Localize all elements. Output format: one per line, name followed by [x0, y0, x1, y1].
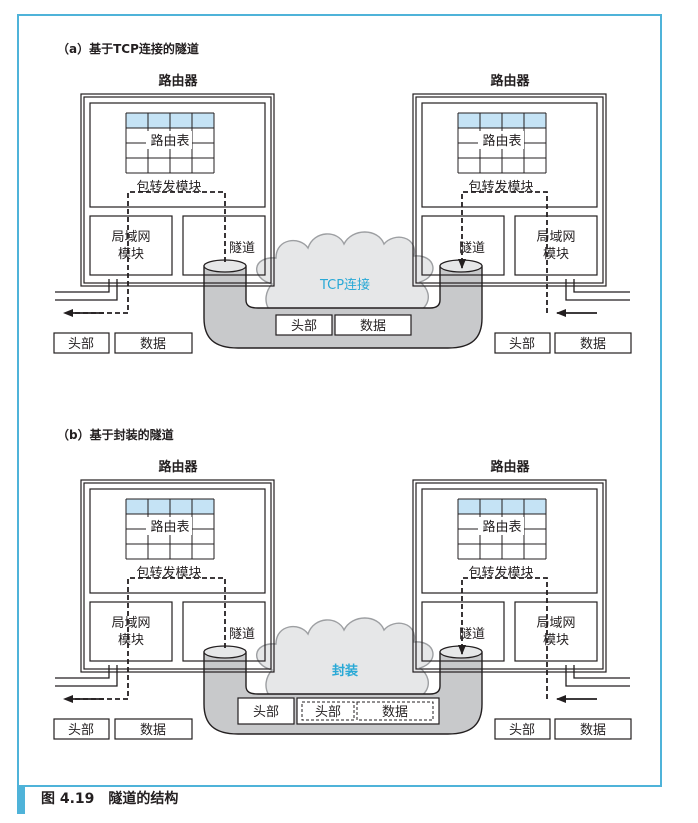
left-packet-data-box [114, 332, 193, 354]
right-router-inner-frame [415, 482, 604, 670]
right-router-title: 路由器 [490, 459, 530, 475]
left-lan-module-label: 局域网模块 [111, 616, 150, 648]
left-forwarding-module-label: 包转发模块 [136, 179, 201, 195]
right-packet-header-box [494, 332, 551, 354]
right-network-cable-upper [565, 279, 630, 301]
right-forwarding-module-box [421, 102, 598, 208]
left-network-cable-upper [55, 279, 118, 301]
pipe-packet-outer-header: 头部 [253, 705, 279, 720]
tunnel-pipe-right-opening [439, 259, 483, 273]
pipe-packet-inner-data: 数据 [382, 705, 408, 720]
left-packet-header: 头部 [68, 723, 94, 738]
left-packet-header-box [53, 332, 110, 354]
right-packet-data-box [554, 332, 632, 354]
right-network-cable-lower [573, 279, 630, 293]
right-forwarding-module-box [421, 488, 598, 594]
right-forwarding-module-label: 包转发模块 [468, 565, 533, 581]
right-router-title: 路由器 [490, 73, 530, 89]
pipe-packet-inner-header-box [301, 701, 355, 721]
left-forwarding-module-box [89, 102, 266, 208]
pipe-packet-header-box [275, 314, 333, 336]
right-packet-path [458, 191, 548, 313]
left-packet-path [63, 577, 226, 703]
right-tunnel-module-box [421, 215, 505, 276]
left-packet-header: 头部 [68, 337, 94, 352]
left-network-cable-upper [55, 665, 118, 687]
figure-caption: 图 4.19 隧道的结构 [41, 791, 179, 807]
pipe-packet-header: 头部 [291, 319, 317, 334]
tunnel-pipe-right-opening [439, 645, 483, 659]
left-router-title: 路由器 [158, 73, 198, 89]
right-router-outer-frame [412, 93, 607, 287]
right-routing-table-label: 路由表 [482, 133, 521, 149]
right-lan-module-box [514, 601, 598, 662]
right-packet-header: 头部 [509, 337, 535, 352]
left-packet-header-box [53, 718, 110, 740]
left-tunnel-label: 隧道 [229, 240, 255, 256]
figure-frame [17, 14, 662, 787]
left-forwarding-module-box [89, 488, 266, 594]
right-packet-data-box [554, 718, 632, 740]
left-tunnel-module-box [182, 215, 266, 276]
left-packet-data: 数据 [140, 723, 166, 738]
right-packet-path [458, 577, 548, 699]
left-routing-table-label: 路由表 [150, 519, 189, 535]
right-routing-table-label: 路由表 [482, 519, 521, 535]
section-title: （b）基于封装的隧道 [57, 427, 174, 442]
right-lan-module-label: 局域网模块 [536, 230, 575, 262]
cloud-label: TCP连接 [319, 277, 370, 293]
left-packet-data: 数据 [140, 337, 166, 352]
left-packet-data-box [114, 718, 193, 740]
right-tunnel-label: 隧道 [459, 240, 485, 256]
right-packet-data: 数据 [580, 723, 606, 738]
section-title: （a）基于TCP连接的隧道 [57, 41, 199, 56]
left-network-cable-lower [55, 279, 110, 293]
left-tunnel-module-box [182, 601, 266, 662]
cloud-label: 封装 [332, 663, 358, 679]
right-network-cable-upper [565, 665, 630, 687]
left-lan-module-label: 局域网模块 [111, 230, 150, 262]
right-tunnel-module-box [421, 601, 505, 662]
pipe-packet-data: 数据 [360, 319, 386, 334]
left-network-cable-lower [55, 665, 110, 679]
left-tunnel-label: 隧道 [229, 626, 255, 642]
pipe-packet-inner-header: 头部 [315, 705, 341, 720]
left-router-inner-frame [83, 482, 272, 670]
left-routing-table-label: 路由表 [150, 133, 189, 149]
right-tunnel-label: 隧道 [459, 626, 485, 642]
left-lan-module-box [89, 215, 173, 276]
right-packet-header-box [494, 718, 551, 740]
right-lan-module-box [514, 215, 598, 276]
left-router-title: 路由器 [158, 459, 198, 475]
right-network-cable-lower [573, 665, 630, 679]
right-packet-header: 头部 [509, 723, 535, 738]
right-packet-data: 数据 [580, 337, 606, 352]
left-router-outer-frame [80, 93, 275, 287]
section-b: （b）基于封装的隧道封装路由器路由表包转发模块局域网模块隧道路由器路由表包转发模… [53, 427, 632, 740]
right-router-outer-frame [412, 479, 607, 673]
left-packet-path [63, 191, 226, 317]
right-router-inner-frame [415, 96, 604, 284]
left-router-inner-frame [83, 96, 272, 284]
left-forwarding-module-label: 包转发模块 [136, 565, 201, 581]
pipe-packet-outer-header-box [237, 697, 295, 725]
right-lan-module-label: 局域网模块 [536, 616, 575, 648]
right-forwarding-module-label: 包转发模块 [468, 179, 533, 195]
pipe-packet-inner-data-box [356, 701, 434, 721]
left-router-outer-frame [80, 479, 275, 673]
caption-bar [17, 786, 25, 814]
pipe-packet-data-box [334, 314, 412, 336]
left-lan-module-box [89, 601, 173, 662]
section-a: （a）基于TCP连接的隧道TCP连接路由器路由表包转发模块局域网模块隧道路由器路… [53, 41, 632, 354]
